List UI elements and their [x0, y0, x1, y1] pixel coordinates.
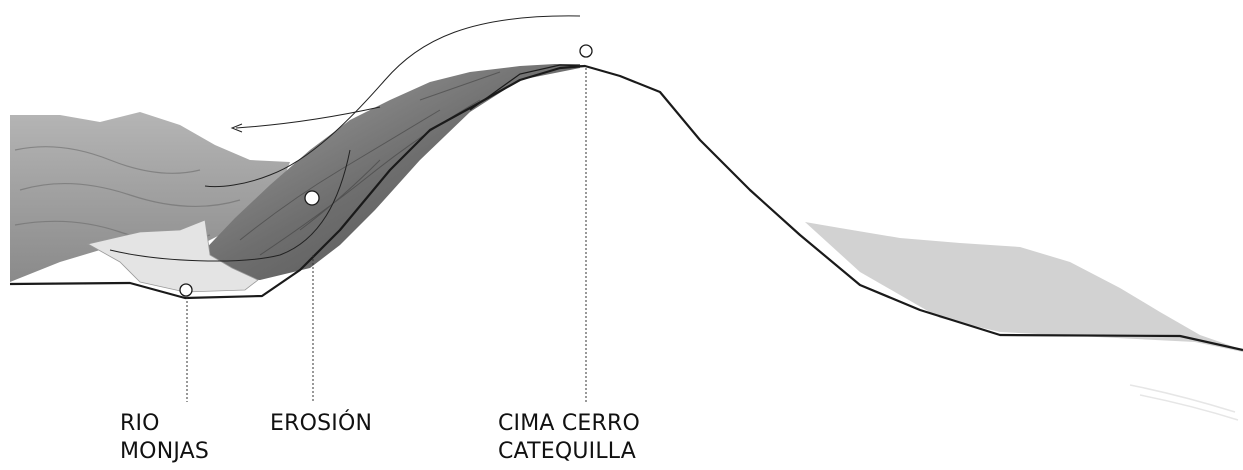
wind-arrow-head: [230, 123, 243, 133]
wind-arrow: [235, 106, 381, 129]
river-marker: [179, 283, 193, 297]
river-area: [86, 219, 259, 293]
label-cima-cerro-catequilla: CIMA CERRO CATEQUILLA: [498, 410, 640, 466]
slope-inner-line: [469, 64, 586, 111]
faint-marks: [1129, 384, 1239, 421]
label-rio-line1: RIO: [120, 411, 160, 436]
lower-flow-curve: [109, 149, 351, 262]
slope-texture: [239, 71, 501, 256]
label-cima-line1: CIMA CERRO: [498, 411, 641, 436]
right-slope-fill: [805, 222, 1243, 352]
summit-marker: [579, 44, 593, 58]
label-erosion: EROSIÓN: [270, 410, 372, 438]
label-rio-line2: MONJAS: [120, 439, 210, 464]
terrain-profile-line: [9, 64, 1243, 352]
background-hills: [10, 112, 290, 282]
label-cima-line2: CATEQUILLA: [498, 439, 637, 464]
label-rio-monjas: RIO MONJAS: [120, 410, 209, 466]
label-erosion-text: EROSIÓN: [270, 411, 373, 436]
erosion-marker: [304, 190, 320, 206]
